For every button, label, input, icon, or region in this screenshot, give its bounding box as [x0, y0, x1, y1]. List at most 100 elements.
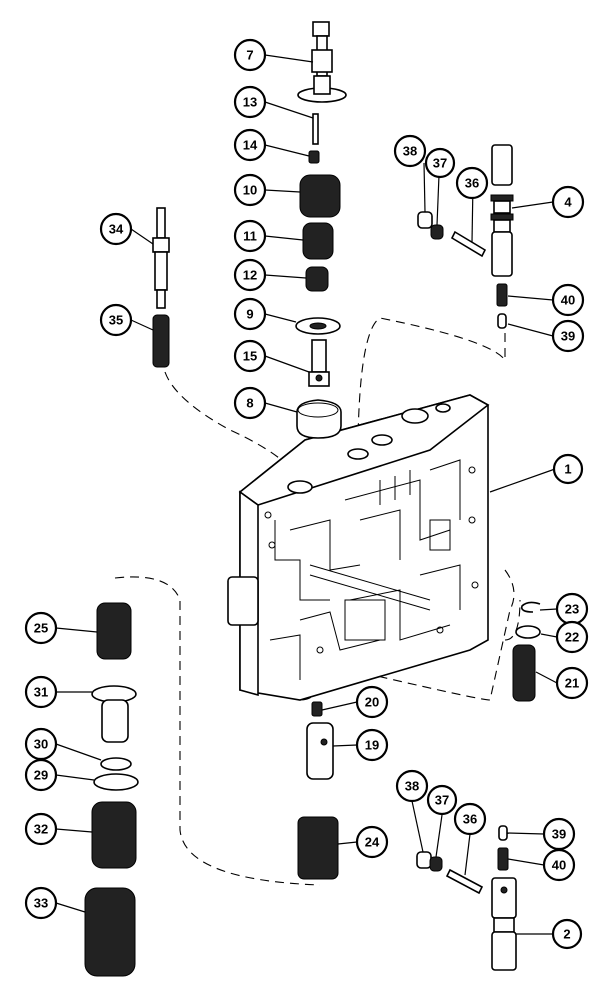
callout-label: 38: [403, 144, 417, 159]
callout-label: 25: [34, 621, 48, 636]
callout-label: 37: [433, 156, 447, 171]
part-36-pin-lower: [445, 868, 484, 895]
part-4-spool: [490, 144, 514, 277]
callout-37-lower: 37: [426, 784, 458, 816]
callout-label: 32: [34, 822, 48, 837]
callout-8: 8: [233, 386, 267, 420]
callout-label: 1: [564, 462, 571, 477]
part-38-cap-upper: [417, 211, 433, 229]
callout-label: 23: [565, 602, 579, 617]
callout-2: 2: [551, 918, 583, 950]
callout-label: 35: [109, 313, 123, 328]
callout-37-upper: 37: [424, 147, 456, 179]
callout-label: 31: [34, 685, 48, 700]
callout-label: 29: [34, 768, 48, 783]
part-15-spool: [308, 339, 330, 387]
callout-label: 36: [465, 176, 479, 191]
callout-19: 19: [355, 728, 389, 762]
callout-22: 22: [555, 620, 589, 654]
part-14-plug: [308, 150, 320, 164]
callout-label: 34: [109, 222, 124, 237]
callout-29: 29: [24, 758, 58, 792]
callout-label: 21: [565, 676, 579, 691]
callout-label: 11: [243, 229, 257, 244]
callout-35: 35: [99, 303, 133, 337]
callout-label: 7: [246, 48, 253, 63]
callout-1: 1: [552, 453, 584, 485]
part-39-pin-upper: [497, 313, 507, 329]
part-34-spool: [152, 207, 170, 309]
part-23-clip: [520, 601, 541, 613]
part-29-ring: [93, 773, 139, 791]
part-9-retainer: [295, 317, 341, 335]
part-37-cap-lower: [429, 856, 443, 872]
callout-label: 4: [564, 195, 572, 210]
leader-lines: [55, 54, 558, 935]
part-31-piston: [91, 685, 137, 743]
callout-label: 40: [561, 293, 575, 308]
callout-21: 21: [555, 666, 589, 700]
callout-label: 15: [243, 349, 257, 364]
part-40-spring-upper: [496, 283, 508, 307]
callout-label: 8: [246, 396, 253, 411]
callout-15: 15: [233, 339, 267, 373]
part-37-cap-upper: [430, 224, 444, 240]
part-38-cap-lower: [416, 851, 432, 869]
callout-11: 11: [233, 219, 267, 253]
part-7-valve-stem: [297, 21, 347, 103]
callout-39-upper: 39: [551, 319, 585, 353]
callout-38-upper: 38: [393, 134, 427, 168]
part-39-pin-lower: [498, 825, 508, 841]
callout-label: 39: [561, 329, 575, 344]
part-21-spring: [512, 644, 536, 702]
callout-label: 30: [34, 737, 48, 752]
callout-label: 33: [34, 896, 48, 911]
callout-label: 36: [463, 812, 477, 827]
callout-23: 23: [555, 592, 589, 626]
callout-36-lower: 36: [453, 802, 487, 836]
callout-label: 20: [365, 695, 379, 710]
callout-13: 13: [233, 85, 267, 119]
callout-label: 39: [552, 827, 566, 842]
part-40-spring-lower: [497, 847, 509, 871]
callout-9: 9: [233, 297, 267, 331]
part-36-pin-upper: [450, 230, 487, 258]
callout-12: 12: [233, 258, 267, 292]
callout-32: 32: [24, 812, 58, 846]
callout-label: 14: [243, 138, 258, 153]
part-13-pin: [312, 113, 319, 145]
part-22-ring: [515, 625, 541, 639]
callout-label: 2: [563, 927, 570, 942]
part-25-spring: [96, 602, 132, 660]
callout-label: 40: [552, 858, 566, 873]
part-33-spring: [84, 887, 136, 977]
callout-31: 31: [24, 675, 58, 709]
callout-4: 4: [551, 185, 585, 219]
callout-24: 24: [355, 825, 389, 859]
callout-10: 10: [233, 173, 267, 207]
callout-label: 19: [365, 738, 379, 753]
callout-20: 20: [355, 685, 389, 719]
part-20-plug: [311, 701, 323, 717]
callout-label: 37: [435, 793, 449, 808]
part-35-spring: [152, 314, 170, 368]
part-11-spring: [302, 222, 334, 260]
callout-label: 10: [243, 183, 257, 198]
valve-body: [227, 394, 490, 701]
callout-label: 9: [246, 307, 253, 322]
callout-label: 12: [243, 268, 257, 283]
callout-40-upper: 40: [551, 283, 585, 317]
callout-14: 14: [233, 128, 267, 162]
callout-label: 24: [365, 835, 380, 850]
callout-39-lower: 39: [542, 817, 576, 851]
part-19-spool: [306, 722, 334, 780]
callout-label: 22: [565, 630, 579, 645]
part-30-ring: [100, 757, 132, 771]
callout-label: 38: [405, 779, 419, 794]
callout-7: 7: [233, 38, 267, 72]
part-10-spring: [299, 174, 341, 218]
callout-label: 13: [243, 95, 257, 110]
callout-40-lower: 40: [542, 848, 576, 882]
callout-30: 30: [24, 727, 58, 761]
